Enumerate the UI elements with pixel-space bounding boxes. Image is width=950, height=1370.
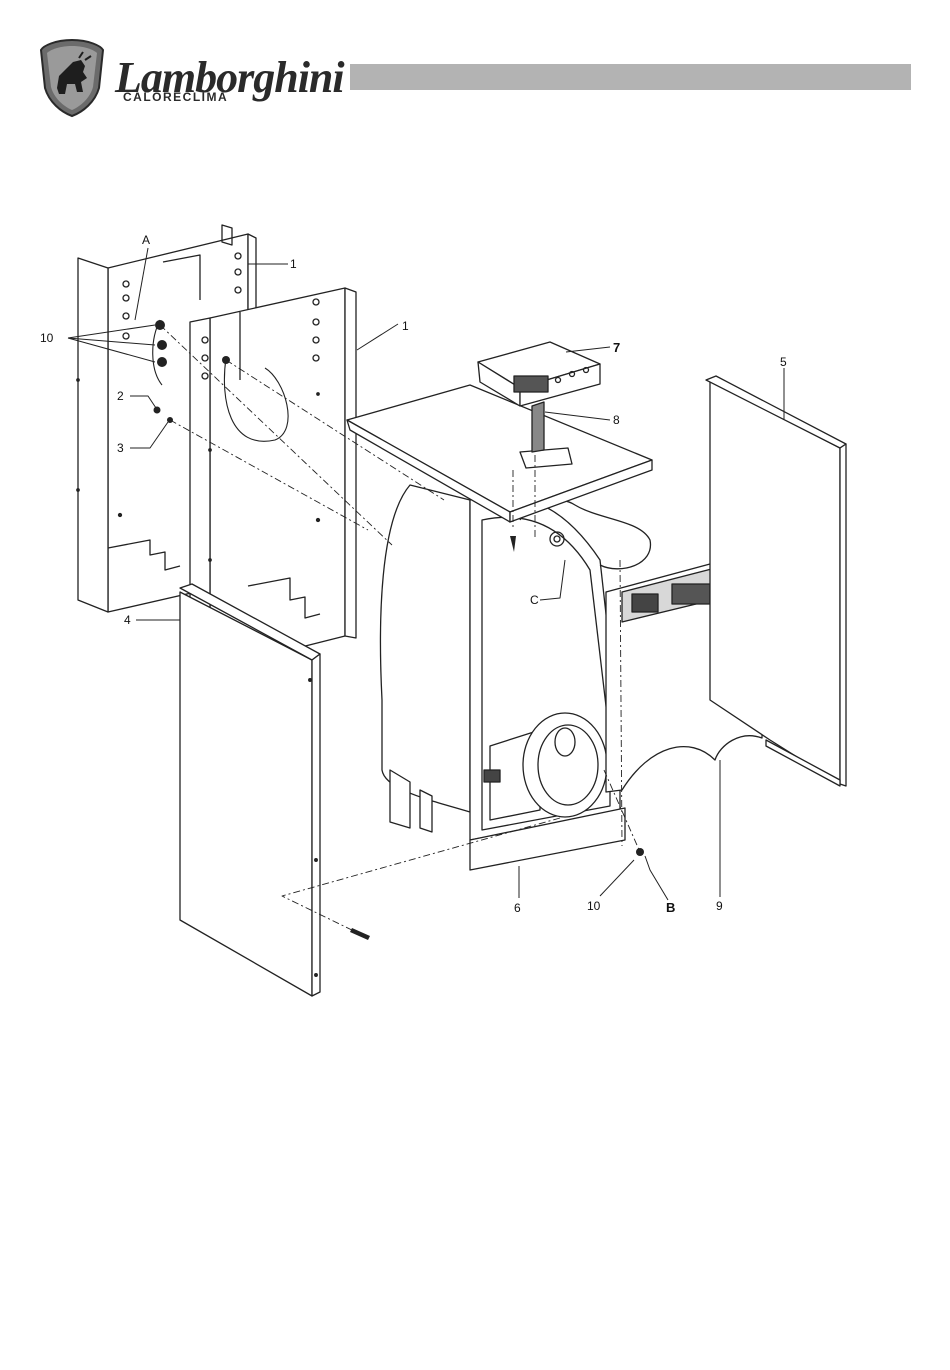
callout-7: 7 [613, 340, 620, 355]
callout-9: 9 [716, 899, 723, 913]
callout-B: B [666, 900, 675, 915]
callout-1-rear: 1 [290, 257, 297, 271]
callout-10-bottom: 10 [587, 899, 601, 913]
callout-1-front: 1 [402, 319, 409, 333]
callout-A: A [142, 233, 150, 247]
side-panel-left [180, 584, 320, 996]
callout-5: 5 [780, 355, 787, 369]
top-cover [347, 385, 652, 522]
callout-C: C [530, 593, 539, 607]
callout-8: 8 [613, 413, 620, 427]
callout-3: 3 [117, 441, 124, 455]
callout-10-left: 10 [40, 331, 54, 345]
callout-2: 2 [117, 389, 124, 403]
callout-4: 4 [124, 613, 131, 627]
callout-6: 6 [514, 901, 521, 915]
